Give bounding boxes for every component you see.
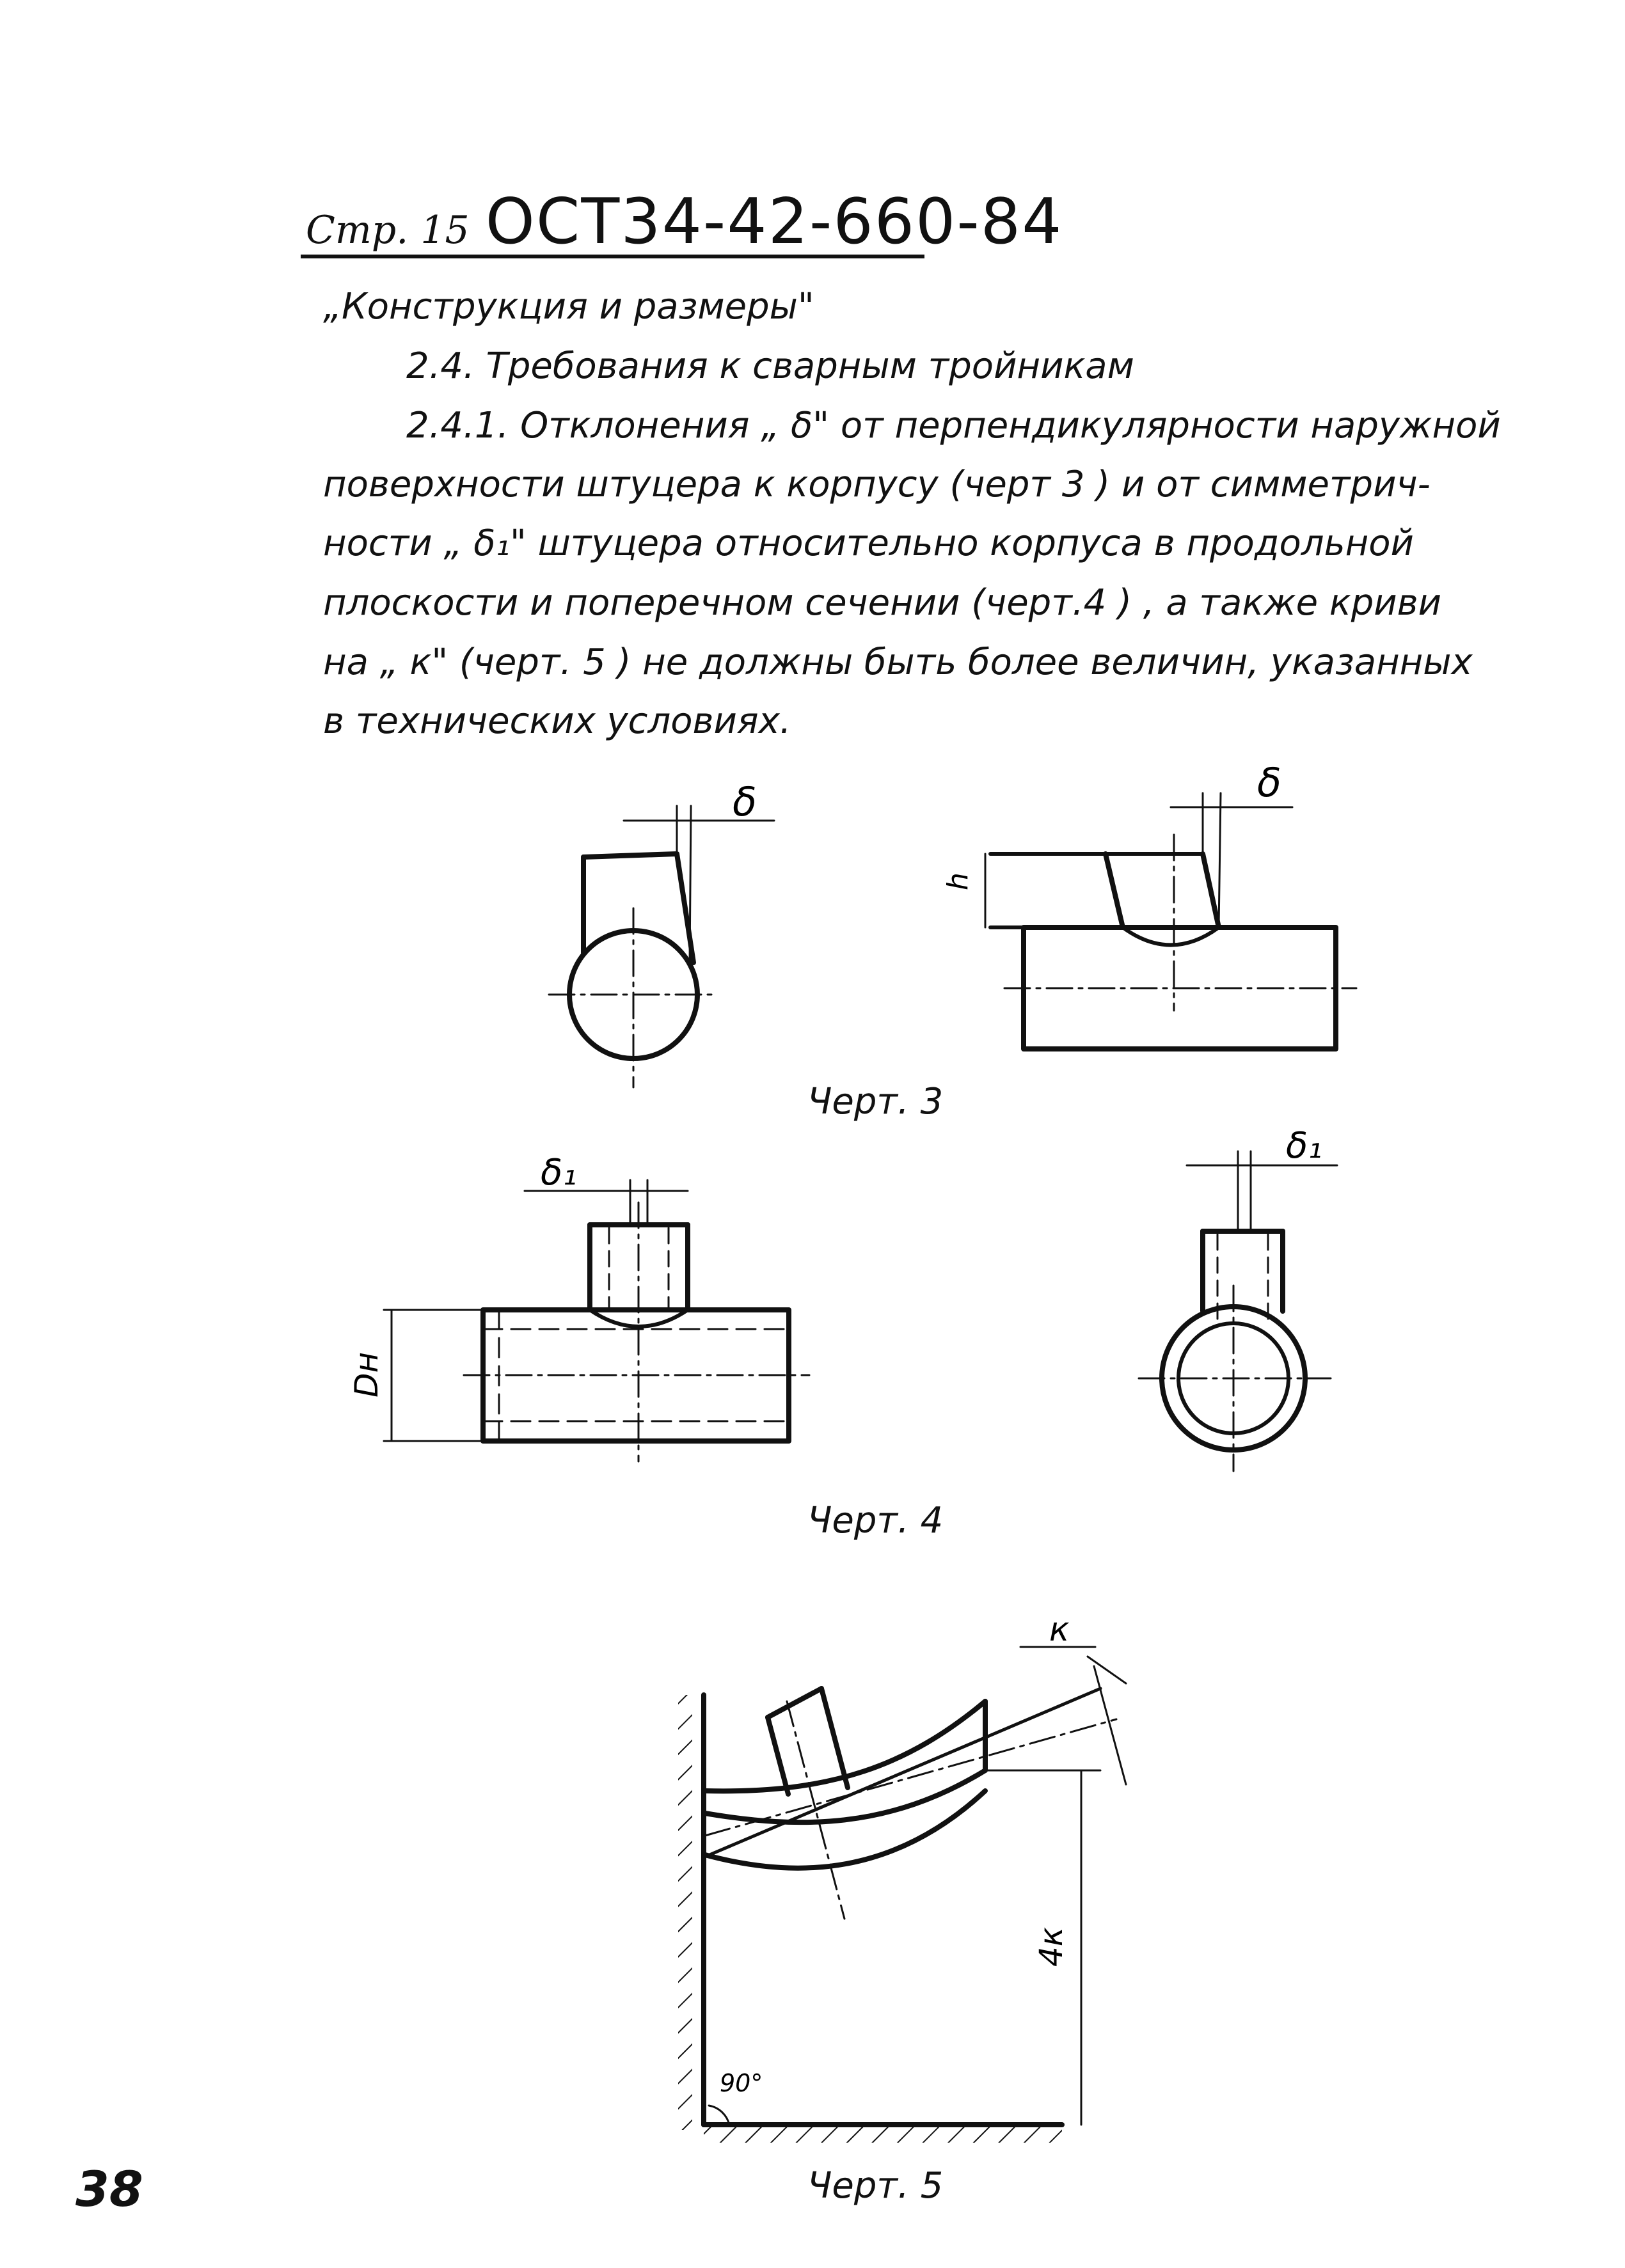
fig5-4k-label: 4к [1033,1927,1070,1967]
fig5-caption: Черт. 5 [807,2165,944,2207]
fig3-front-view [984,792,1358,1051]
fig5-k-label: к [1049,1610,1070,1649]
fig4-front-view [383,1179,811,1463]
fig5-angle-label: 90° [720,2069,763,2097]
fig4-delta1-label-right: δ₁ [1286,1125,1322,1167]
fig3-h-label: h [942,872,974,890]
document-header: Стр. 15 ОСТ34-42-660-84 [306,185,1063,258]
paragraph-line-5: на „ к" (черт. 5 ) не должны быть более … [323,642,1473,683]
fig3-delta-label: δ [733,778,757,825]
fig4-side-view [1138,1150,1338,1472]
fig4-dn-label: Dн [348,1352,385,1398]
standard-code: ОСТ34-42-660-84 [485,185,1063,258]
paragraph-line-1: 2.4.1. Отклонения „ δ" от перпендикулярн… [406,405,1501,446]
paragraph-line-4: плоскости и поперечном сечении (черт.4 )… [323,582,1442,624]
page-label: Стр. 15 [306,208,470,253]
fig4-delta1-label: δ₁ [541,1152,577,1193]
fig3-caption: Черт. 3 [807,1081,944,1122]
paragraph-line-6: в технических условиях. [323,700,791,742]
paragraph-line-3: ности „ δ₁" штуцера относительно корпуса… [323,523,1414,564]
section-title: „Конструкция и размеры" [323,286,814,327]
fig3-delta-label-right: δ [1257,759,1281,806]
fig5-curvature [678,1646,1127,2143]
header-rule [301,255,924,258]
page-number: 38 [75,2161,143,2217]
fig4-caption: Черт. 4 [807,1500,944,1541]
subsection-title: 2.4. Требования к сварным тройникам [406,345,1134,387]
fig3-side-view [548,805,775,1089]
paragraph-line-2: поверхности штуцера к корпусу (черт 3 ) … [323,464,1431,505]
